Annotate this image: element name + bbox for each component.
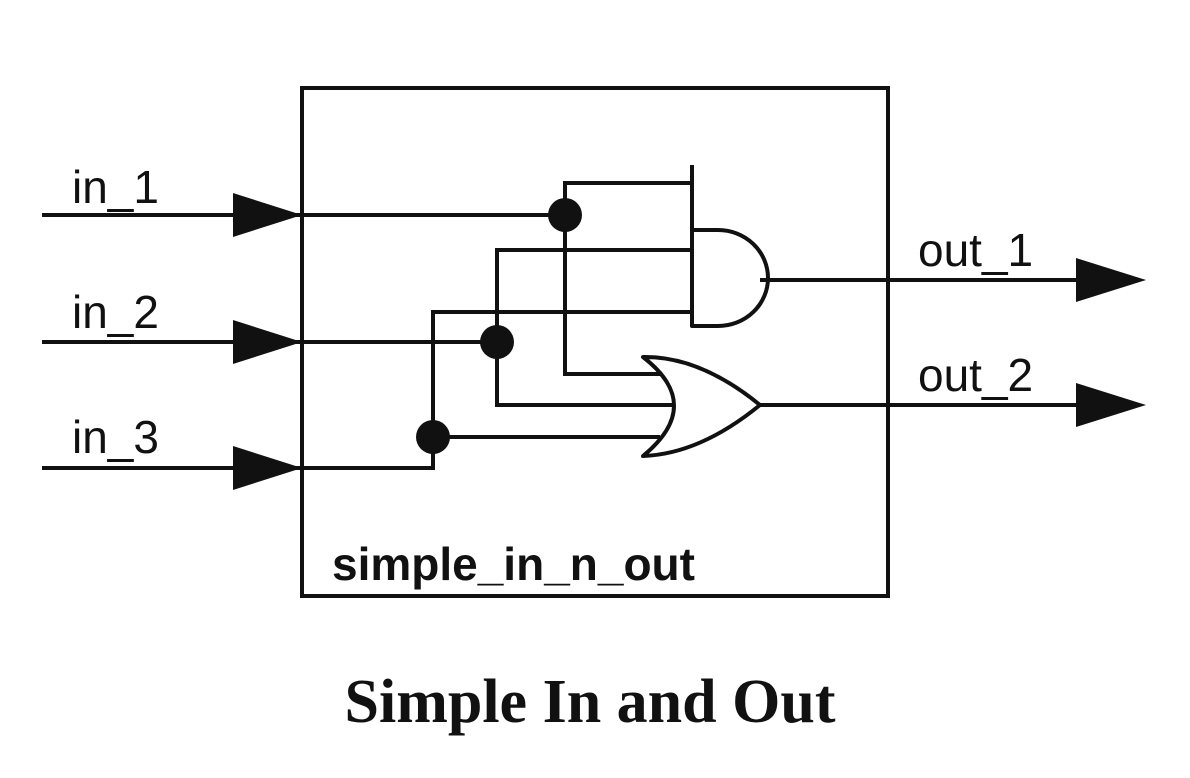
arrowhead-icon <box>1076 383 1146 427</box>
arrowhead-icon <box>233 193 302 237</box>
output-label-out-2: out_2 <box>918 349 1033 401</box>
arrowhead-icon <box>233 320 302 364</box>
input-port-in-2 <box>42 320 302 364</box>
junction-dot-in-3 <box>416 420 450 454</box>
output-port-out-1 <box>760 258 1146 302</box>
arrowhead-icon <box>233 446 302 490</box>
module-name-label: simple_in_n_out <box>332 538 695 590</box>
input-label-in-1: in_1 <box>72 161 159 213</box>
and-gate <box>690 165 770 328</box>
arrowhead-icon <box>1076 258 1146 302</box>
input-port-in-3 <box>42 446 302 490</box>
input-label-in-3: in_3 <box>72 411 159 463</box>
output-port-out-2 <box>760 383 1146 427</box>
input-port-in-1 <box>42 193 302 237</box>
input-label-in-2: in_2 <box>72 286 159 338</box>
diagram-caption: Simple In and Out <box>344 668 835 736</box>
output-label-out-1: out_1 <box>918 224 1033 276</box>
junction-dot-in-1 <box>548 198 582 232</box>
or-gate <box>641 354 762 458</box>
junction-dot-in-2 <box>480 325 514 359</box>
